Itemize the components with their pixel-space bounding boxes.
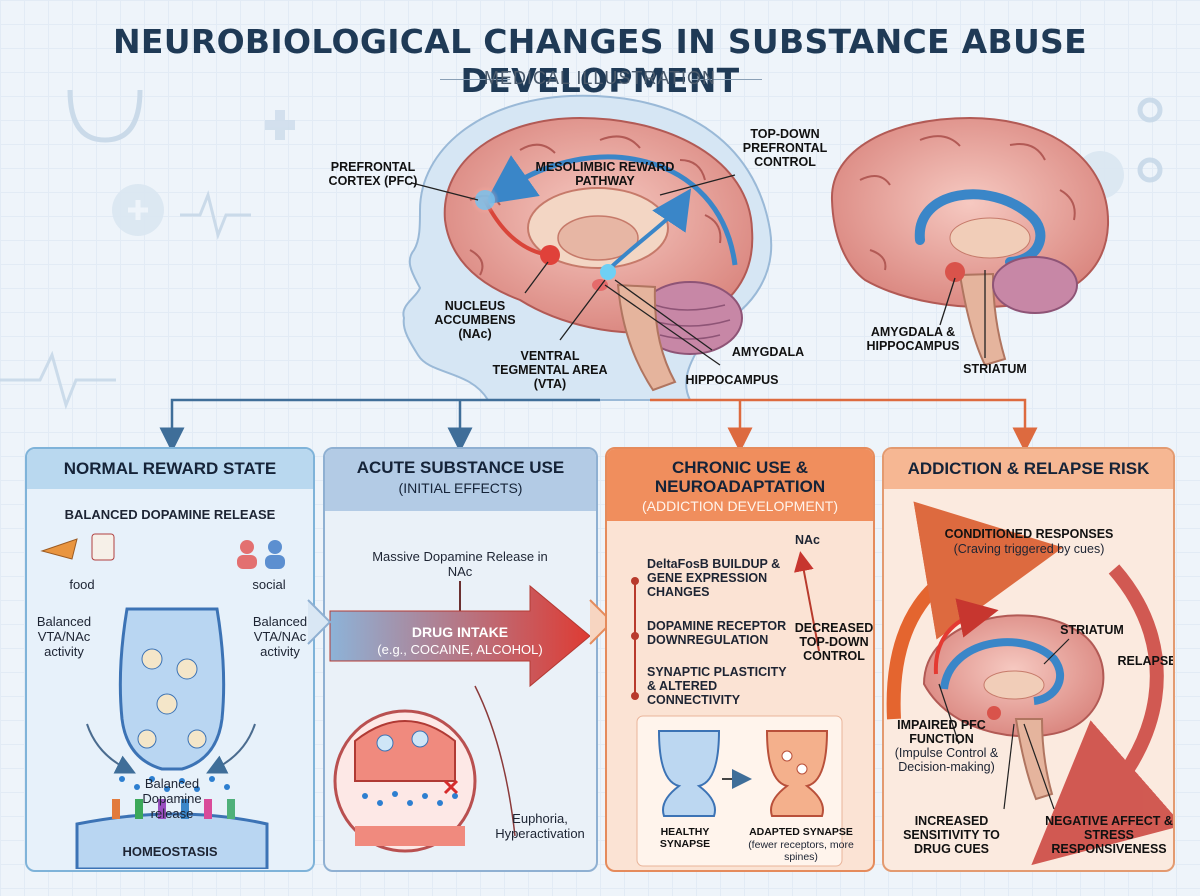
panel3-healthy: HEALTHY SYNAPSE [659,826,711,850]
label-amygdala-hippocampus: AMYGDALA & HIPPOCAMPUS [866,325,960,353]
panel2-euphoria: Euphoria, Hyperactivation [495,811,585,841]
label-mesolimbic: MESOLIMBIC REWARD PATHWAY [535,160,675,188]
panel2-art [329,581,591,853]
panel2-drug-examples: (e.g., COCAINE, ALCOHOL) [377,642,543,657]
panel1-title: NORMAL REWARD STATE [27,449,313,489]
panel2-drug-intake: DRUG INTAKE [411,624,509,640]
subtitle-rule-right [692,79,762,80]
panel1-dopamine: Balanced Dopamine release [142,776,202,821]
panel4-striatum: STRIATUM [1060,623,1124,637]
connector-left [159,398,600,453]
panel-chronic-use: CHRONIC USE & NEUROADAPTATION (ADDICTION… [605,447,875,872]
panel1-homeostasis: HOMEOSTASIS [122,844,218,859]
panel1-synapse-art [40,533,285,869]
panel-addiction-relapse: ADDICTION & RELAPSE RISK CONDITIONED RES… [882,447,1175,872]
panel3-bullet3: SYNAPTIC PLASTICITY & ALTERED CONNECTIVI… [647,665,787,707]
panel2-title: ACUTE SUBSTANCE USE [356,458,565,477]
label-pfc: PREFRONTAL CORTEX (PFC) [328,160,418,188]
panel3-header: CHRONIC USE & NEUROADAPTATION (ADDICTION… [607,449,873,521]
panel1-balanced-release: BALANCED DOPAMINE RELEASE [64,507,276,522]
panel-acute-use: ACUTE SUBSTANCE USE (INITIAL EFFECTS) Ma… [323,447,598,872]
secondary-brain [830,116,1110,367]
page-title: NEUROBIOLOGICAL CHANGES IN SUBSTANCE ABU… [113,22,1087,100]
panel3-adapted-note: (fewer receptors, more spines) [748,839,854,863]
panel4-sensitivity: INCREASED SENSITIVITY TO DRUG CUES [903,814,1000,856]
panel4-title: ADDICTION & RELAPSE RISK [884,449,1173,489]
panel3-nac: NAc [795,533,821,547]
main-brain [411,116,754,392]
panel3-art [631,551,843,867]
panel3-title: CHRONIC USE & NEUROADAPTATION [654,458,826,496]
panel4-conditioned: CONDITIONED RESPONSES [944,527,1114,541]
panel4-conditioned-note: (Craving triggered by cues) [953,542,1105,556]
label-hippocampus: HIPPOCAMPUS [685,373,779,387]
subtitle-rule-left [440,79,510,80]
panel4-art [886,501,1173,866]
panel3-subtitle: (ADDICTION DEVELOPMENT) [641,498,838,514]
connector-right [650,398,1038,453]
panel1-social: social [252,577,286,592]
panel3-decreased: DECREASED TOP-DOWN CONTROL [794,621,874,663]
panel-normal-reward: NORMAL REWARD STATE BALANCED DOPAMINE RE… [25,447,315,872]
label-vta: VENTRAL TEGMENTAL AREA (VTA) [492,349,608,391]
panel4-negative: NEGATIVE AFFECT & STRESS RESPONSIVENESS [1045,814,1173,856]
panel3-bullet1: DeltaFosB BUILDUP & GENE EXPRESSION CHAN… [647,557,781,599]
panel4-impaired: IMPAIRED PFC FUNCTION [897,718,986,746]
page-subtitle: MEDICAL ILLUSTRATION [483,68,717,88]
panel1-left-activity: Balanced VTA/NAc activity [36,614,92,659]
panel1-food: food [69,577,95,592]
panel3-bullet2: DOPAMINE RECEPTOR DOWNREGULATION [647,619,787,647]
panel2-massive: Massive Dopamine Release in NAc [372,549,548,579]
panel3-adapted: ADAPTED SYNAPSE [749,826,853,838]
panel4-impaired-note: (Impulse Control & Decision-making) [894,746,999,774]
panel2-header: ACUTE SUBSTANCE USE (INITIAL EFFECTS) [325,449,596,511]
panel1-right-activity: Balanced VTA/NAc activity [252,614,308,659]
panel4-relapse: RELAPSE [1117,654,1175,668]
label-amygdala: AMYGDALA [731,345,805,359]
panel2-subtitle: (INITIAL EFFECTS) [398,480,523,496]
decorative-medical-icons [0,89,1163,410]
label-nac: NUCLEUS ACCUMBENS (NAc) [434,299,516,341]
label-striatum: STRIATUM [963,362,1027,376]
label-topdown: TOP-DOWN PREFRONTAL CONTROL [742,127,828,169]
